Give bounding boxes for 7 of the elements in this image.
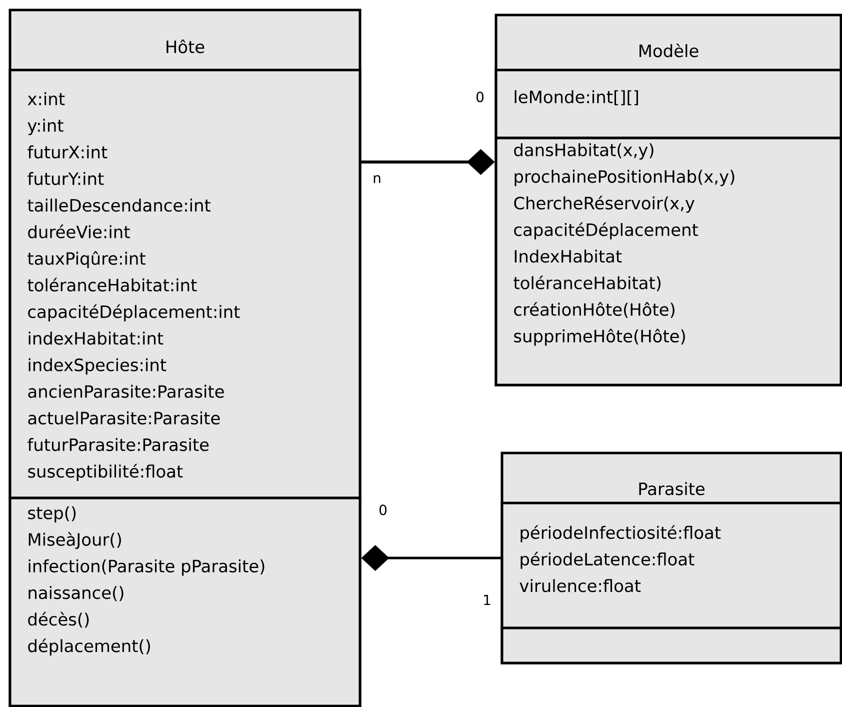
multiplicity-label: 1 (484, 594, 490, 605)
class-compartment (500, 626, 842, 664)
class-compartment: leMonde:int[][] (494, 68, 842, 140)
multiplicity-label: 0 (476, 92, 484, 102)
multiplicity-label: n (374, 175, 380, 183)
multiplicity-label: 0 (380, 504, 387, 516)
class-compartment: step() MiseàJour() infection(Parasite pParasite) naissance() décès() déplacement() (8, 496, 362, 707)
